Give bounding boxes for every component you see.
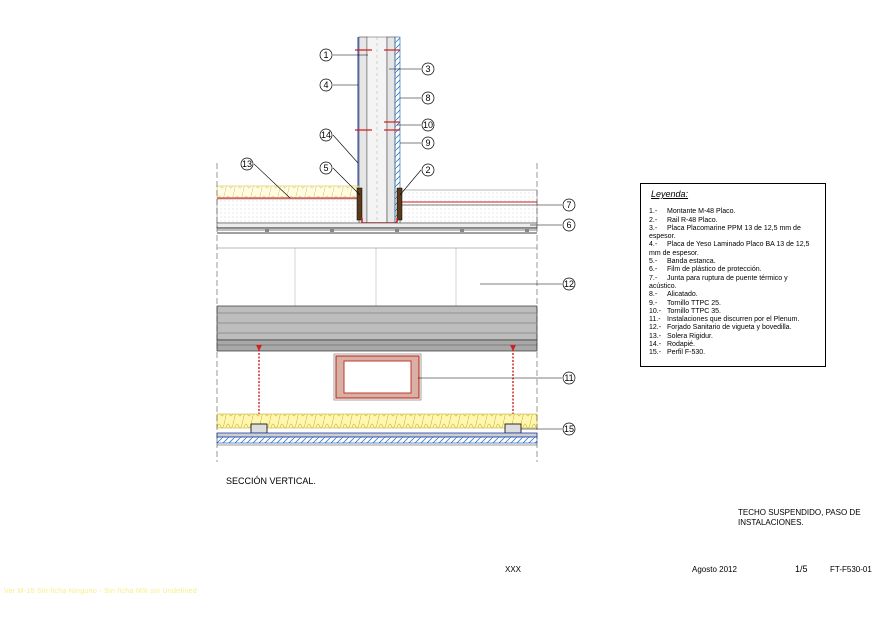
legend-item: 13.- Solera Rigidur. bbox=[649, 333, 817, 341]
svg-text:13: 13 bbox=[242, 159, 252, 169]
legend-list: 1.- Montante M-48 Placo. 2.- Rail R-48 Plac… bbox=[649, 208, 817, 357]
legend-item-text: Rail R-48 Placo. bbox=[667, 216, 718, 224]
callout-15: 15 bbox=[562, 422, 576, 436]
legend-item-text: Tornillo TTPC 25. bbox=[667, 299, 721, 307]
legend-item-text: Tornillo TTPC 35. bbox=[667, 307, 721, 315]
callout-1: 1 bbox=[319, 48, 333, 62]
legend-item: 2.- Rail R-48 Placo. bbox=[649, 217, 817, 225]
plenum bbox=[256, 345, 516, 427]
slab-forjado bbox=[216, 247, 538, 352]
legend-item: 3.-Placa Placomarine PPM 13 de 12,5 mm d… bbox=[649, 225, 817, 242]
legend-item: 10.- Tornillo TTPC 35. bbox=[649, 308, 817, 316]
legend-item: 1.- Montante M-48 Placo. bbox=[649, 208, 817, 216]
callout-9: 9 bbox=[421, 136, 435, 150]
legend-item-number: 5.- bbox=[649, 258, 658, 266]
legend-item: 9.- Tornillo TTPC 25. bbox=[649, 300, 817, 308]
legend-item-number: 7.- bbox=[649, 274, 658, 282]
legend-item-number: 3.- bbox=[649, 224, 658, 232]
svg-text:1: 1 bbox=[323, 50, 328, 60]
legend-item-text: Rodapié. bbox=[667, 341, 696, 349]
svg-text:12: 12 bbox=[564, 279, 574, 289]
partition-wall bbox=[355, 36, 401, 226]
legend-item-text: Junta para ruptura de puente térmico y a… bbox=[649, 274, 788, 290]
svg-text:2: 2 bbox=[425, 165, 430, 175]
legend-item: 14.- Rodapié. bbox=[649, 341, 817, 349]
svg-text:9: 9 bbox=[425, 138, 430, 148]
legend-item-text: Solera Rigidur. bbox=[667, 332, 713, 340]
legend-item: 11.- Instalaciones que discurren por el P… bbox=[649, 316, 817, 324]
callout-13: 13 bbox=[240, 157, 254, 171]
callout-4: 4 bbox=[319, 78, 333, 92]
legend-item-number: 11.- bbox=[649, 316, 661, 324]
footer-project: XXX bbox=[505, 565, 522, 574]
legend-item-text: Placa Placomarine PPM 13 de 12,5 mm de e… bbox=[649, 224, 801, 241]
callout-10: 10 bbox=[421, 118, 435, 132]
legend-item-text: Placa de Yeso Laminado Placo BA 13 de 12… bbox=[649, 241, 810, 257]
legend-item-text: Forjado Sanitario de vigueta y bovedilla… bbox=[667, 324, 792, 332]
legend-item-number: 14.- bbox=[649, 341, 662, 349]
legend-item-number: 2.- bbox=[649, 216, 658, 224]
leader-lines bbox=[253, 54, 562, 430]
legend-item: 6.- Film de plástico de protección. bbox=[649, 266, 817, 274]
legend-item: 4.-Placa de Yeso Laminado Placo BA 13 de… bbox=[649, 241, 817, 258]
legend-item-number: 6.- bbox=[649, 266, 658, 274]
callout-14: 14 bbox=[319, 128, 333, 142]
callout-7: 7 bbox=[562, 198, 576, 212]
callout-12: 12 bbox=[562, 277, 576, 291]
footer-date: Agosto 2012 bbox=[692, 565, 737, 574]
svg-text:3: 3 bbox=[425, 64, 430, 74]
svg-text:8: 8 bbox=[425, 93, 430, 103]
legend-item-number: 13.- bbox=[649, 332, 662, 340]
callout-11: 11 bbox=[562, 371, 576, 385]
legend-item-number: 1.- bbox=[649, 208, 658, 216]
legend-item-text: Montante M-48 Placo. bbox=[667, 208, 736, 216]
footer-code: FT-F530-01 bbox=[830, 565, 872, 574]
legend-item-text: Instalaciones que discurren por el Plenu… bbox=[667, 316, 800, 324]
svg-text:15: 15 bbox=[564, 424, 574, 434]
legend-title: Leyenda: bbox=[651, 189, 689, 199]
callout-6: 6 bbox=[562, 218, 576, 232]
sheet-title: TECHO SUSPENDIDO, PASO DE INSTALACIONES. bbox=[738, 508, 861, 527]
legend-item-number: 12.- bbox=[649, 324, 662, 332]
legend-item-number: 8.- bbox=[649, 291, 658, 299]
callout-3: 3 bbox=[421, 62, 435, 76]
svg-text:6: 6 bbox=[566, 220, 571, 230]
callout-5: 5 bbox=[319, 161, 333, 175]
legend-item-text: Film de plástico de protección. bbox=[667, 266, 762, 274]
svg-text:5: 5 bbox=[323, 163, 328, 173]
svg-text:4: 4 bbox=[323, 80, 328, 90]
legend-item: 7.-Junta para ruptura de puente térmico … bbox=[649, 275, 817, 292]
svg-text:14: 14 bbox=[321, 130, 331, 140]
suspended-ceiling bbox=[216, 413, 538, 446]
legend-item-number: 15.- bbox=[649, 349, 662, 357]
footer-page: 1/5 bbox=[795, 564, 808, 574]
legend-item-text: Perfil F-530. bbox=[667, 349, 706, 357]
section-title: SECCIÓN VERTICAL. bbox=[226, 476, 316, 486]
callout-2: 2 bbox=[421, 163, 435, 177]
legend-item: 15.- Perfil F-530. bbox=[649, 349, 817, 357]
legend-item-number: 9.- bbox=[649, 299, 658, 307]
callout-8: 8 bbox=[421, 91, 435, 105]
floor-slab bbox=[216, 185, 538, 234]
legend-item: 8.- Alicatado. bbox=[649, 291, 817, 299]
legend-item: 12.- Forjado Sanitario de vigueta y boved… bbox=[649, 324, 817, 332]
legend-item-number: 10.- bbox=[649, 307, 662, 315]
svg-text:10: 10 bbox=[423, 120, 433, 130]
legend-item: 5.- Banda estanca. bbox=[649, 258, 817, 266]
callout-markers: 1 4 14 5 13 3 8 10 9 2 7 6 12 11 15 bbox=[240, 48, 576, 436]
legend-item-text: Banda estanca. bbox=[667, 258, 716, 266]
legend-item-text: Alicatado. bbox=[667, 291, 698, 299]
legend-item-number: 4.- bbox=[649, 241, 658, 249]
legend-box: Leyenda: 1.- Montante M-48 Placo. 2.- Rail … bbox=[640, 183, 826, 367]
svg-text:7: 7 bbox=[566, 200, 571, 210]
svg-text:11: 11 bbox=[564, 373, 573, 383]
watermark-text: Ver M-15 Sin ficha Ninguno - Sin ficha M… bbox=[4, 588, 198, 595]
